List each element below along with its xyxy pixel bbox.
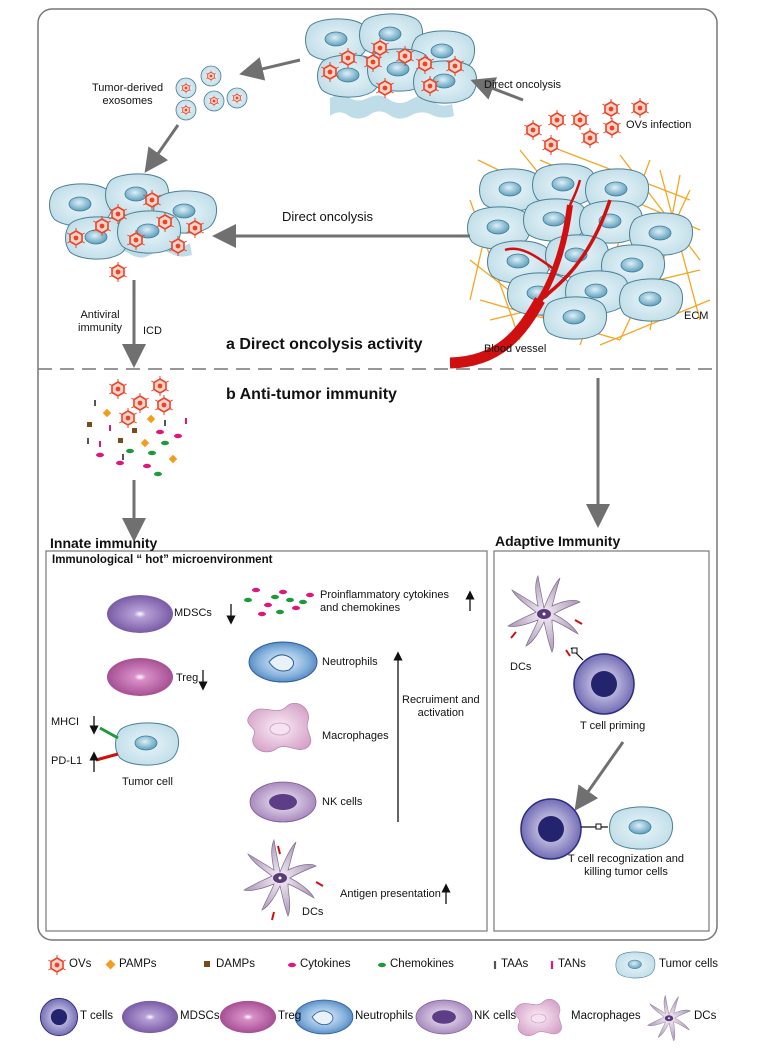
legend-taas-label: TAAs	[501, 958, 529, 970]
section-a-title: a Direct oncolysis activity	[226, 336, 423, 353]
tumor-cell-label: Tumor cell	[122, 776, 173, 788]
section-b-title: b Anti-tumor immunity	[226, 386, 397, 403]
legend-neutrophils-icon	[294, 999, 354, 1035]
legend-neutrophils-label: Neutrophils	[355, 1010, 414, 1022]
legend-pamps-icon	[105, 959, 116, 970]
legend-pamps-label: PAMPs	[119, 958, 157, 970]
tumor-derived-exosomes-label: Tumor-derived exosomes	[92, 82, 164, 107]
innate-immunity-title: Innate immunity	[50, 535, 158, 551]
infected-tumor-cluster-top	[305, 13, 478, 119]
legend-damps-label: DAMPs	[216, 958, 255, 970]
legend-t-cells-icon	[39, 997, 79, 1037]
legend-tumor-cells-icon	[615, 951, 656, 979]
dcs-adaptive-label: DCs	[510, 661, 532, 673]
macrophages-label: Macrophages	[322, 730, 389, 742]
legend-cytokines-icon	[288, 962, 296, 968]
adaptive-immunity-box	[493, 550, 710, 932]
pdl1-label: PD-L1	[51, 755, 83, 767]
tcell-dc-synapse	[570, 647, 584, 661]
direct-oncolysis-mid-label: Direct oncolysis	[282, 209, 374, 224]
tcell-tumor-synapse	[581, 823, 608, 830]
mdsc-cell	[107, 595, 173, 633]
treg-cell	[107, 658, 173, 696]
legend-dcs-icon	[647, 995, 691, 1042]
recruitment-label: Recruiment and activation	[402, 694, 480, 719]
innate-immunity-box	[45, 550, 488, 932]
hot-microenvironment-title: Immunological “ hot” microenvironment	[52, 554, 273, 566]
legend-ovs-label: OVs	[69, 958, 92, 970]
legend-ovs-icon	[47, 954, 67, 976]
blood-vessel-label: Blood vessel	[484, 343, 547, 355]
nk-cell	[249, 781, 317, 823]
target-tumor-cell	[609, 806, 674, 850]
mdscs-label: MDSCs	[174, 607, 212, 619]
icd-label: ICD	[143, 325, 162, 337]
legend-mdscs-icon	[121, 1000, 179, 1034]
legend-macrophages-label: Macrophages	[571, 1010, 641, 1022]
mhci-label: MHCI	[51, 716, 80, 728]
proinflammatory-label: Proinflammatory cytokines and chemokines	[320, 589, 449, 614]
outer-frame	[37, 8, 718, 941]
t-cell-killer	[520, 798, 582, 860]
tumor-cell-innate	[95, 722, 180, 766]
ecm-label: ECM	[684, 310, 709, 322]
neutrophil-cell	[248, 641, 318, 683]
legend-tumor-cells-label: Tumor cells	[659, 958, 718, 970]
adaptive-immunity-title: Adaptive Immunity	[495, 533, 621, 549]
legend-row-1	[47, 951, 656, 979]
nk-cells-label: NK cells	[322, 796, 363, 808]
treg-label: Treg	[176, 672, 199, 684]
infected-tumor-cluster-left	[49, 173, 218, 283]
legend-chemokines-label: Chemokines	[390, 958, 454, 970]
legend-macrophages-icon	[513, 998, 562, 1036]
legend-dcs-label: DCs	[694, 1010, 717, 1022]
dcs-innate-label: DCs	[302, 906, 324, 918]
legend-mdscs-label: MDSCs	[180, 1010, 220, 1022]
macrophage-cell	[247, 702, 312, 753]
cytokine-scatter	[244, 587, 314, 617]
direct-oncolysis-top-label: Direct oncolysis	[484, 79, 562, 91]
legend-nk-cells-icon	[415, 999, 473, 1035]
ovs-infection-label: OVs infection	[626, 119, 692, 131]
legend-damps-icon	[204, 961, 210, 967]
dc-innate	[243, 839, 324, 921]
dc-adaptive	[507, 575, 583, 657]
legend-tans-label: TANs	[558, 958, 586, 970]
t-cell-recognition-label: T cell recognization and killing tumor c…	[568, 853, 684, 878]
released-molecules-cluster	[87, 375, 187, 477]
t-cell-priming-label: T cell priming	[580, 720, 646, 732]
legend-nk-cells-label: NK cells	[474, 1010, 517, 1022]
legend-cytokines-label: Cytokines	[300, 958, 351, 970]
antiviral-immunity-label: Antiviral immunity	[78, 309, 123, 334]
antigen-presentation-label: Antigen presentation	[340, 888, 441, 900]
legend-chemokines-icon	[378, 962, 386, 968]
legend-t-cells-label: T cells	[80, 1010, 114, 1022]
tumor-mass-with-ecm	[449, 149, 711, 369]
neutrophils-label: Neutrophils	[322, 656, 378, 668]
legend-treg-label: Treg	[278, 1010, 302, 1022]
tumor-derived-exosomes	[176, 66, 247, 120]
legend-treg-icon	[219, 1000, 277, 1034]
t-cell-priming	[573, 653, 635, 715]
